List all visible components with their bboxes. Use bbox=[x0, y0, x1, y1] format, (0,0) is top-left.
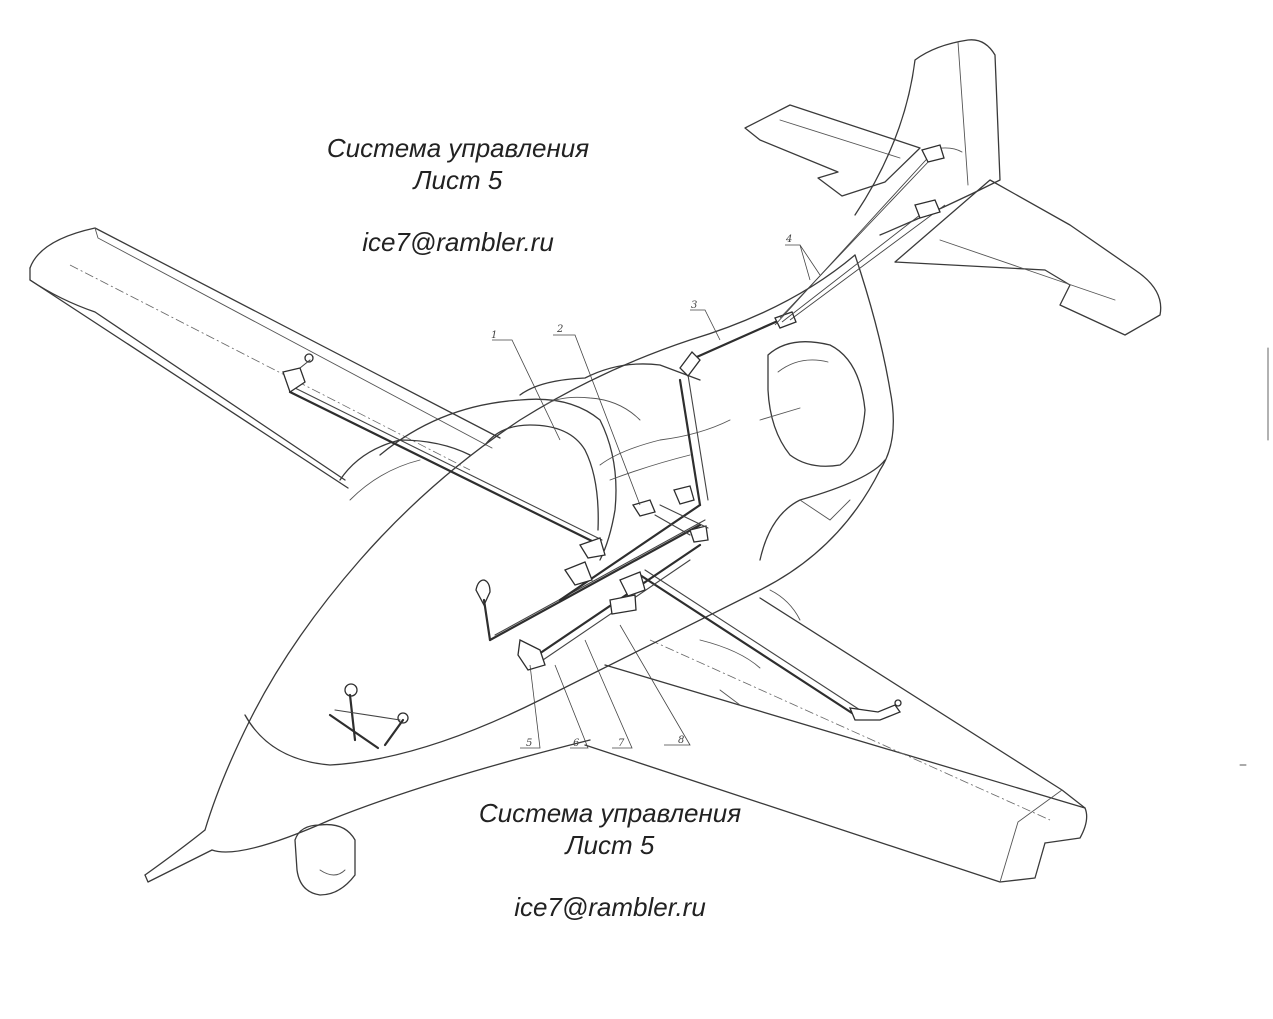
part-label-6: 6 bbox=[573, 738, 580, 749]
caption-bottom: Система управления Лист 5 ice7@rambler.r… bbox=[450, 797, 770, 923]
horizontal-stabilizer-left bbox=[744, 104, 921, 197]
part-labels: 1 2 3 4 5 6 7 8 bbox=[491, 234, 821, 749]
caption-bottom-email: ice7@rambler.ru bbox=[514, 892, 706, 922]
right-wing bbox=[584, 597, 1088, 883]
part-label-7: 7 bbox=[618, 738, 625, 749]
caption-bottom-title: Система управления bbox=[478, 798, 742, 828]
part-label-1: 1 bbox=[491, 330, 497, 341]
caption-top-email: ice7@rambler.ru bbox=[362, 227, 554, 257]
left-wing bbox=[29, 227, 501, 489]
caption-top-title: Система управления bbox=[326, 133, 590, 163]
part-label-5: 5 bbox=[526, 738, 532, 749]
part-label-2: 2 bbox=[556, 324, 563, 335]
caption-top: Система управления Лист 5 ice7@rambler.r… bbox=[298, 132, 618, 258]
control-linkages bbox=[282, 144, 946, 750]
horizontal-stabilizer-right bbox=[894, 179, 1162, 336]
part-label-3: 3 bbox=[691, 300, 697, 311]
part-label-4: 4 bbox=[785, 234, 792, 245]
caption-top-sheet: Лист 5 bbox=[413, 165, 503, 195]
part-label-8: 8 bbox=[678, 735, 684, 746]
caption-bottom-sheet: Лист 5 bbox=[565, 830, 655, 860]
